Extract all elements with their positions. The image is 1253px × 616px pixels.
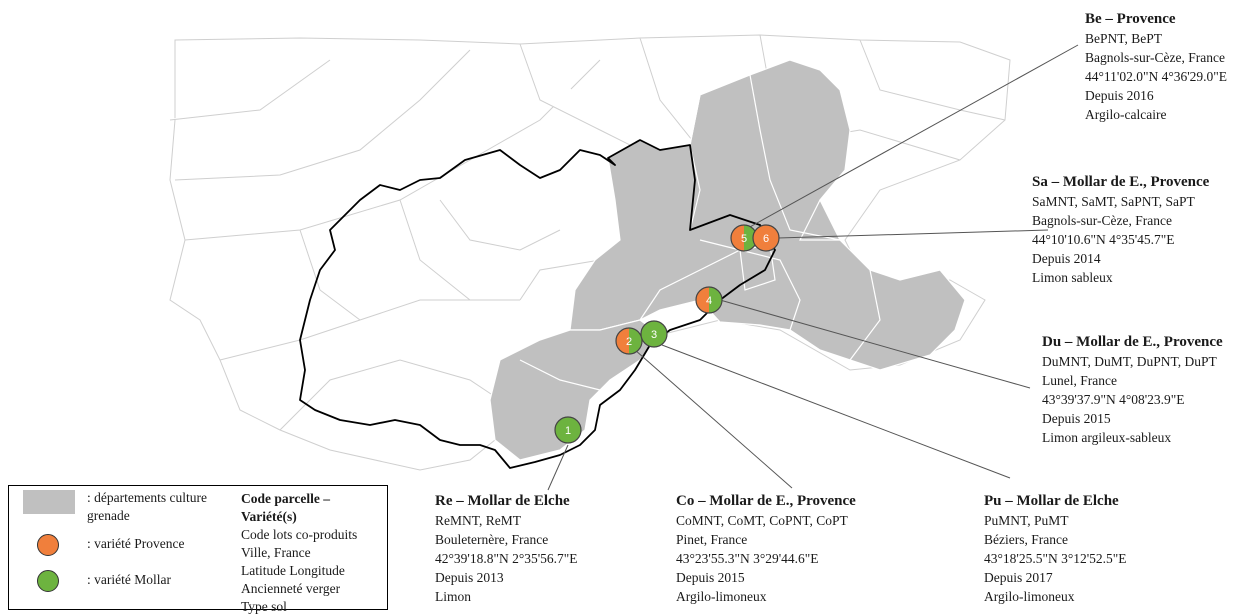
site-be-since: Depuis 2016 [1085,88,1154,103]
site-du-city: Lunel, France [1042,373,1117,388]
site-re-lots: ReMNT, ReMT [435,513,521,528]
site-co-lots: CoMNT, CoMT, CoPNT, CoPT [676,513,848,528]
legend-key-line: Ancienneté verger [241,581,341,596]
site-be-lots: BePNT, BePT [1085,31,1162,46]
legend-key-line: Type sol [241,599,287,614]
legend-departments-line2: grenade [87,508,130,523]
site-pu-title: Pu – Mollar de Elche [984,493,1119,509]
legend-mollar-swatch [37,570,59,592]
site-pu-lots: PuMNT, PuMT [984,513,1069,528]
marker-4[interactable]: 4 [695,286,723,314]
site-du-soil: Limon argileux-sableux [1042,430,1172,445]
marker-1[interactable]: 1 [554,416,582,444]
culture-dept-borders [519,74,881,391]
marker-6[interactable]: 6 [752,224,780,252]
site-re-soil: Limon [435,589,471,604]
legend-key: Code parcelle – Variété(s) Code lots co-… [241,490,387,616]
legend-key-line: Latitude Longitude [241,563,345,578]
site-pu-label: Pu – Mollar de Elche PuMNT, PuMT Béziers… [984,492,1127,606]
site-re-city: Bouleternère, France [435,532,549,547]
site-sa-title: Sa – Mollar de E., Provence [1032,174,1210,190]
legend: : départements culture grenade : variété… [8,485,388,614]
site-pu-coords: 43°18'25.5"N 3°12'52.5"E [984,551,1127,566]
legend-provence-label: : variété Provence [87,536,185,551]
site-be-city: Bagnols-sur-Cèze, France [1085,50,1225,65]
marker-6-number: 6 [763,233,769,245]
site-du-title: Du – Mollar de E., Provence [1042,334,1223,350]
site-sa-lots: SaMNT, SaMT, SaPNT, SaPT [1032,194,1195,209]
leader-lines [547,44,1079,491]
site-re-since: Depuis 2013 [435,570,504,585]
site-co-soil: Argilo-limoneux [676,589,767,604]
legend-key-line: Ville, France [241,545,311,560]
site-du-coords: 43°39'37.9"N 4°08'23.9"E [1042,392,1185,407]
site-re-label: Re – Mollar de Elche ReMNT, ReMT Boulete… [435,492,578,606]
marker-5-number: 5 [741,233,747,245]
background-departments [169,34,1011,471]
marker-4-number: 4 [706,295,712,307]
legend-mollar-label: : variété Mollar [87,572,171,587]
site-sa-soil: Limon sableux [1032,270,1113,285]
site-sa-since: Depuis 2014 [1032,251,1101,266]
site-be-coords: 44°11'02.0"N 4°36'29.0"E [1085,69,1228,84]
site-pu-city: Béziers, France [984,532,1068,547]
site-co-coords: 43°23'55.3"N 3°29'44.6"E [676,551,819,566]
site-du-label: Du – Mollar de E., Provence DuMNT, DuMT,… [1042,333,1223,447]
marker-2[interactable]: 2 [615,327,643,355]
legend-departments-swatch [23,490,75,514]
marker-2-number: 2 [626,336,632,348]
site-pu-since: Depuis 2017 [984,570,1053,585]
site-co-city: Pinet, France [676,532,748,547]
site-sa-coords: 44°10'10.6"N 4°35'45.7"E [1032,232,1175,247]
marker-1-number: 1 [565,425,571,437]
site-pu-soil: Argilo-limoneux [984,589,1075,604]
site-du-lots: DuMNT, DuMT, DuPNT, DuPT [1042,354,1217,369]
marker-3[interactable]: 3 [640,320,668,348]
legend-departments-line1: : départements culture [87,490,207,505]
legend-key-line: Code lots co-produits [241,527,358,542]
site-be-soil: Argilo-calcaire [1085,107,1167,122]
site-re-coords: 42°39'18.8"N 2°35'56.7"E [435,551,578,566]
site-du-since: Depuis 2015 [1042,411,1111,426]
site-be-label: Be – Provence BePNT, BePT Bagnols-sur-Cè… [1085,10,1227,124]
site-re-title: Re – Mollar de Elche [435,493,570,509]
site-co-label: Co – Mollar de E., Provence CoMNT, CoMT,… [676,492,856,606]
legend-key-title: Code parcelle – Variété(s) [241,491,330,524]
site-be-title: Be – Provence [1085,11,1176,27]
region-border [299,139,776,469]
site-co-title: Co – Mollar de E., Provence [676,493,856,509]
site-sa-city: Bagnols-sur-Cèze, France [1032,213,1172,228]
site-sa-label: Sa – Mollar de E., Provence SaMNT, SaMT,… [1032,173,1209,287]
site-co-since: Depuis 2015 [676,570,745,585]
marker-3-number: 3 [651,329,657,341]
legend-provence-swatch [37,534,59,556]
